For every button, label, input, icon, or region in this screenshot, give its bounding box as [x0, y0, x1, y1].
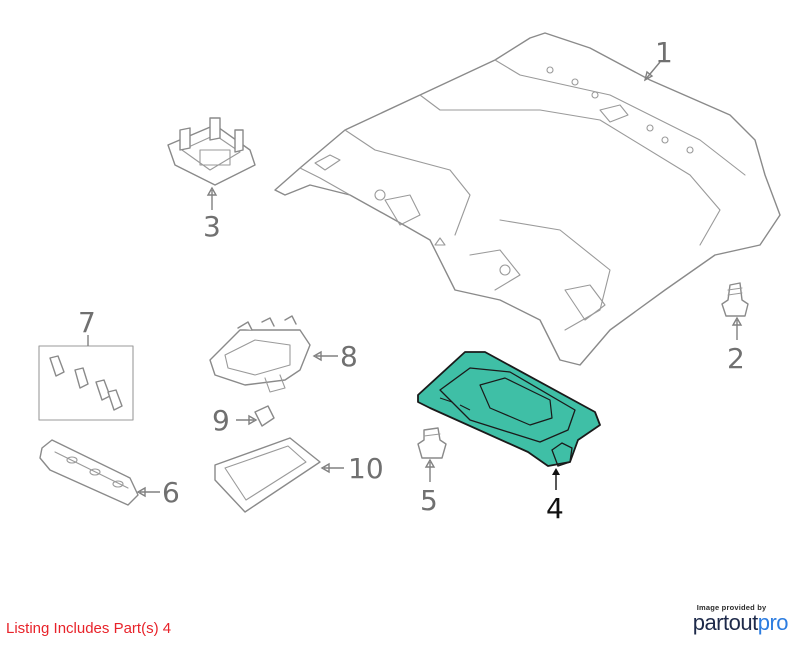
callout-8: 8 [340, 340, 358, 373]
brand-name: partoutpro [692, 610, 789, 635]
listing-note: Listing Includes Part(s) 4 [6, 620, 172, 637]
part-8-lamp-housing[interactable] [209, 315, 311, 393]
part-4-sun-visor[interactable] [417, 351, 601, 467]
part-7-bulbs[interactable] [38, 345, 134, 421]
callout-3: 3 [203, 210, 221, 243]
brand-name-dark: partout [692, 610, 759, 635]
callout-5: 5 [420, 484, 438, 517]
part-1-headliner[interactable] [274, 32, 781, 366]
brand-logo: Image provided by partoutpro [692, 603, 789, 635]
callout-2: 2 [727, 342, 745, 375]
part-3-bracket[interactable] [167, 117, 256, 186]
part-9-bulb[interactable] [254, 405, 275, 427]
brand-name-light: pro [757, 610, 789, 635]
callout-9: 9 [212, 404, 230, 437]
part-2-clip[interactable] [721, 282, 749, 317]
brand-credit: Image provided by [696, 603, 767, 612]
callout-10: 10 [348, 452, 384, 485]
part-6-console-light[interactable] [39, 439, 139, 506]
part-5-clip[interactable] [417, 427, 447, 459]
part-10-lens[interactable] [214, 437, 321, 513]
callout-1: 1 [655, 36, 673, 69]
leaders [87, 61, 743, 498]
callout-7: 7 [78, 306, 96, 339]
callout-6: 6 [162, 476, 180, 509]
leader-1 [644, 61, 661, 81]
callout-4: 4 [546, 492, 564, 525]
